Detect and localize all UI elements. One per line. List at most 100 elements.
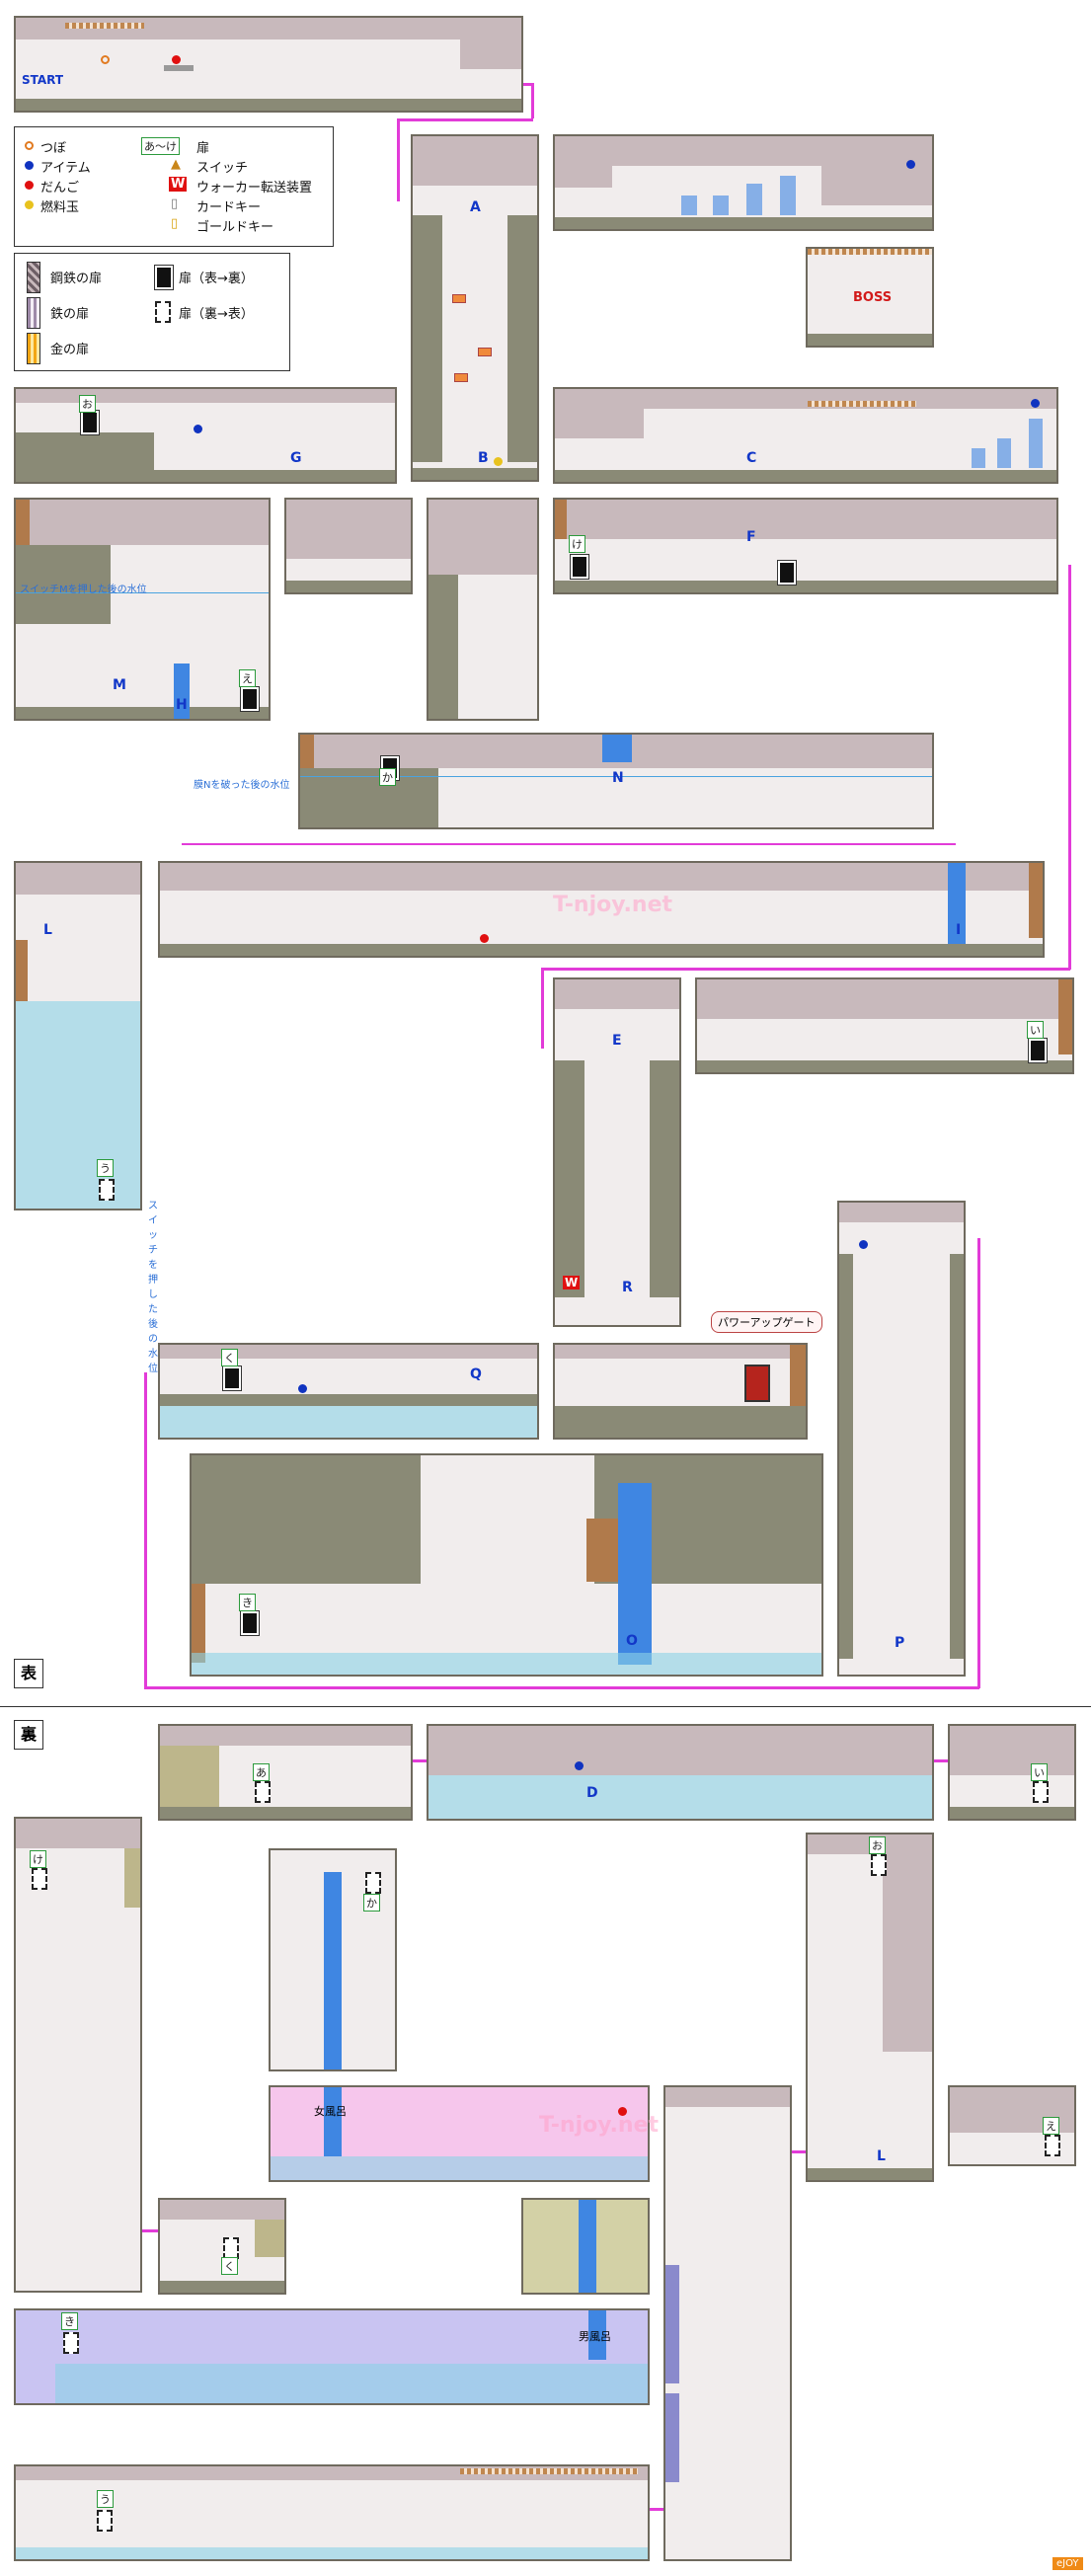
- link-line: [413, 1759, 427, 1762]
- room-bath-women: 女風呂: [269, 2085, 650, 2182]
- item-icon: [25, 161, 34, 170]
- legend-doors: 鋼鉄の扉 鉄の扉 金の扉 扉（表→裏） 扉（裏→表）: [14, 253, 290, 371]
- door-back-front-icon: [155, 301, 171, 323]
- room-f: け F: [553, 498, 1058, 594]
- room-powerup: [553, 1343, 808, 1440]
- item-icon: [859, 1240, 868, 1249]
- area-label-c: C: [746, 450, 757, 466]
- link-line: [934, 1759, 948, 1762]
- room-small-mid: [284, 498, 413, 594]
- divider: [0, 1706, 1091, 1707]
- link-line: [792, 2150, 806, 2153]
- watermark: T-njoy.net: [539, 2113, 659, 2138]
- door-back-ku: [223, 2237, 239, 2259]
- start-label: START: [22, 73, 64, 87]
- item-icon: [906, 160, 915, 169]
- site-logo: eJOY: [1052, 2557, 1083, 2570]
- link-line: [182, 843, 956, 845]
- link-line: [541, 968, 1070, 971]
- area-label-d: D: [586, 1785, 598, 1801]
- area-label-b: B: [478, 450, 489, 466]
- warp-icon: W: [169, 177, 188, 192]
- room-i-door: い: [695, 977, 1074, 1074]
- door-back-u: [97, 2510, 113, 2532]
- room-back-ku: く: [158, 2198, 286, 2295]
- iron-door-icon: [27, 297, 40, 329]
- room-c: C: [553, 387, 1058, 484]
- link-line: [650, 2508, 663, 2511]
- area-label-j: L: [43, 922, 52, 938]
- door-i: [1028, 1038, 1048, 1063]
- door-u: [99, 1179, 115, 1201]
- warp-icon: W: [563, 1276, 581, 1289]
- item-icon: [1031, 399, 1040, 408]
- item-icon: [575, 1761, 584, 1770]
- room-back-ke: け: [14, 1817, 142, 2293]
- area-label-a: A: [470, 199, 481, 215]
- bath-men-label: 男風呂: [579, 2330, 611, 2343]
- room-i: I: [158, 861, 1045, 958]
- area-label-n: N: [612, 770, 624, 786]
- room-n: 膜Nを破った後の水位 N か: [194, 733, 934, 829]
- room-d: D: [427, 1724, 934, 1821]
- dango-icon: [25, 181, 34, 190]
- door-back-e: [1045, 2135, 1060, 2156]
- room-back-e: え: [948, 2085, 1076, 2166]
- area-label-g: G: [290, 450, 302, 466]
- room-l-shape: [427, 498, 539, 721]
- room-p: P: [837, 1201, 966, 1677]
- section-back: 裏: [14, 1720, 43, 1750]
- room-back-u: う: [14, 2464, 650, 2561]
- room-m-h: スイッチMを押した後の水位 M H え: [14, 498, 271, 721]
- link-line: [977, 1238, 980, 1688]
- door-back-i: [1033, 1781, 1049, 1803]
- area-label-h: H: [176, 697, 188, 713]
- room-l: L お: [806, 1833, 934, 2182]
- note-water-switch: スイッチを押した後の水位: [148, 1201, 158, 1374]
- door-ki: [240, 1610, 260, 1636]
- gold-door-icon: [27, 333, 40, 364]
- link-line: [531, 83, 534, 118]
- link-line: [523, 83, 533, 86]
- room-a-b: A B: [411, 134, 539, 482]
- room-o: O き: [190, 1453, 823, 1677]
- dango-icon: [618, 2107, 627, 2116]
- note-water-n: 膜Nを破った後の水位: [194, 780, 290, 791]
- link-line: [1068, 565, 1071, 970]
- door-ku: [222, 1366, 242, 1391]
- boss-label: BOSS: [853, 290, 893, 305]
- door-front-back-icon: [154, 265, 174, 290]
- door-o: [80, 410, 100, 435]
- legend-items: つぼ アイテム だんご 燃料玉 あ～け 扉 ▲ スイッチ W ウォーカー転送装置…: [14, 126, 334, 247]
- area-label-e: E: [612, 1033, 622, 1049]
- fuel-icon: [25, 200, 34, 209]
- room-fountains: [553, 134, 934, 231]
- room-start: START: [14, 16, 523, 113]
- area-label-i: I: [956, 922, 962, 938]
- steel-door-icon: [27, 262, 40, 293]
- room-bath-men: 男風呂 き: [14, 2308, 650, 2405]
- room-back-tall: [663, 2085, 792, 2561]
- area-label-p: P: [895, 1635, 905, 1651]
- room-q: く Q: [158, 1343, 539, 1440]
- room-back-i: い: [948, 1724, 1076, 1821]
- area-label-q: Q: [470, 1366, 482, 1382]
- area-label-o: O: [626, 1633, 638, 1649]
- bath-women-label: 女風呂: [314, 2105, 347, 2118]
- link-line: [142, 2229, 158, 2232]
- room-j: L う スイッチを押した後の水位: [14, 861, 158, 1374]
- door-back-ki: [63, 2332, 79, 2354]
- room-back-ka: か: [269, 1848, 397, 2071]
- callout-powerup: パワーアップゲート: [711, 1311, 822, 1333]
- link-line: [541, 968, 544, 1049]
- room-g: お G: [14, 387, 397, 484]
- link-line: [397, 118, 533, 121]
- link-line: [144, 1372, 147, 1688]
- fuel-icon: [494, 457, 503, 466]
- powerup-gate-icon: [744, 1365, 770, 1402]
- door-back-ka: [365, 1872, 381, 1894]
- room-e-r: E R W: [553, 977, 681, 1327]
- item-icon: [298, 1384, 307, 1393]
- gold-key-icon: ▯: [171, 216, 179, 231]
- dango-icon: [172, 55, 181, 64]
